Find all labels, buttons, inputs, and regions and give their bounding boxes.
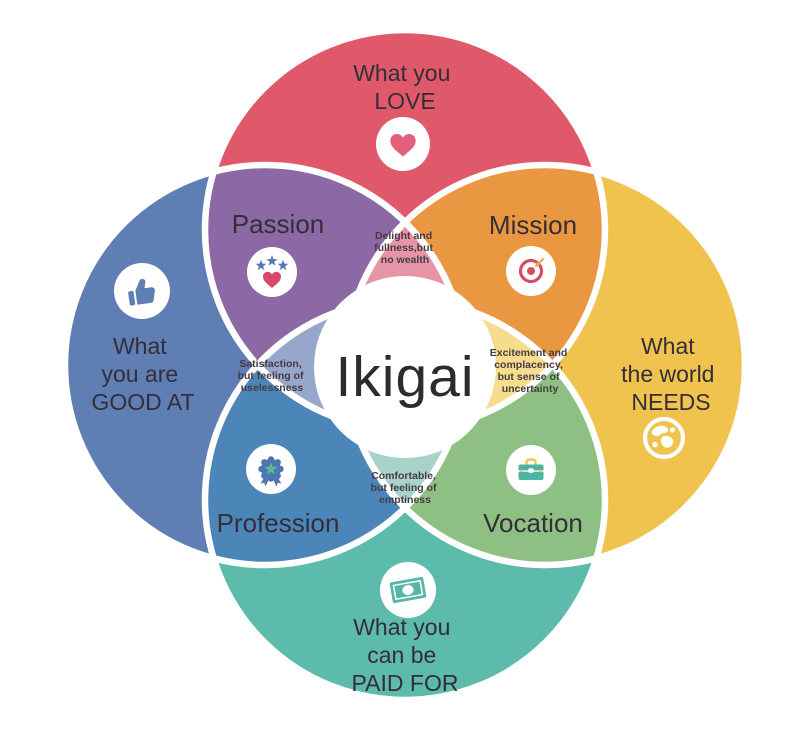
vocation-label: Vocation [483,508,583,538]
money-icon [380,562,436,618]
good-at-label: What you are GOOD AT [91,333,194,415]
delight-petal [345,165,465,430]
center-circle [314,276,496,458]
passion-label: Passion [232,209,325,239]
love-label: What you LOVE [353,60,457,114]
ikigai-title: Ikigai [335,345,474,409]
satisfaction-petal-text: Satisfaction, but feeling of uselessness [238,358,307,394]
award-rosette-icon [246,444,296,494]
mission-label: Mission [489,210,577,240]
briefcase-icon [506,445,556,495]
comfortable-petal [345,300,465,565]
globe-icon [642,416,686,460]
needs-label: What the world NEEDS [621,333,721,415]
comfortable-petal-text: Comfortable, but feeling of emptiness [371,470,440,506]
thumbs-up-icon [114,263,170,319]
heart-icon [376,117,430,171]
paid-for-label: What you can be PAID FOR [352,614,459,696]
excitement-petal-text: Excitement and complacency, but sense of… [490,347,571,395]
delight-petal-text: Delight and fullness,but no wealth [374,230,436,266]
profession-label: Profession [217,508,340,538]
stars-heart-badge-icon [247,247,297,297]
excitement-petal [345,300,605,430]
target-icon [506,246,556,296]
satisfaction-petal [205,300,465,430]
